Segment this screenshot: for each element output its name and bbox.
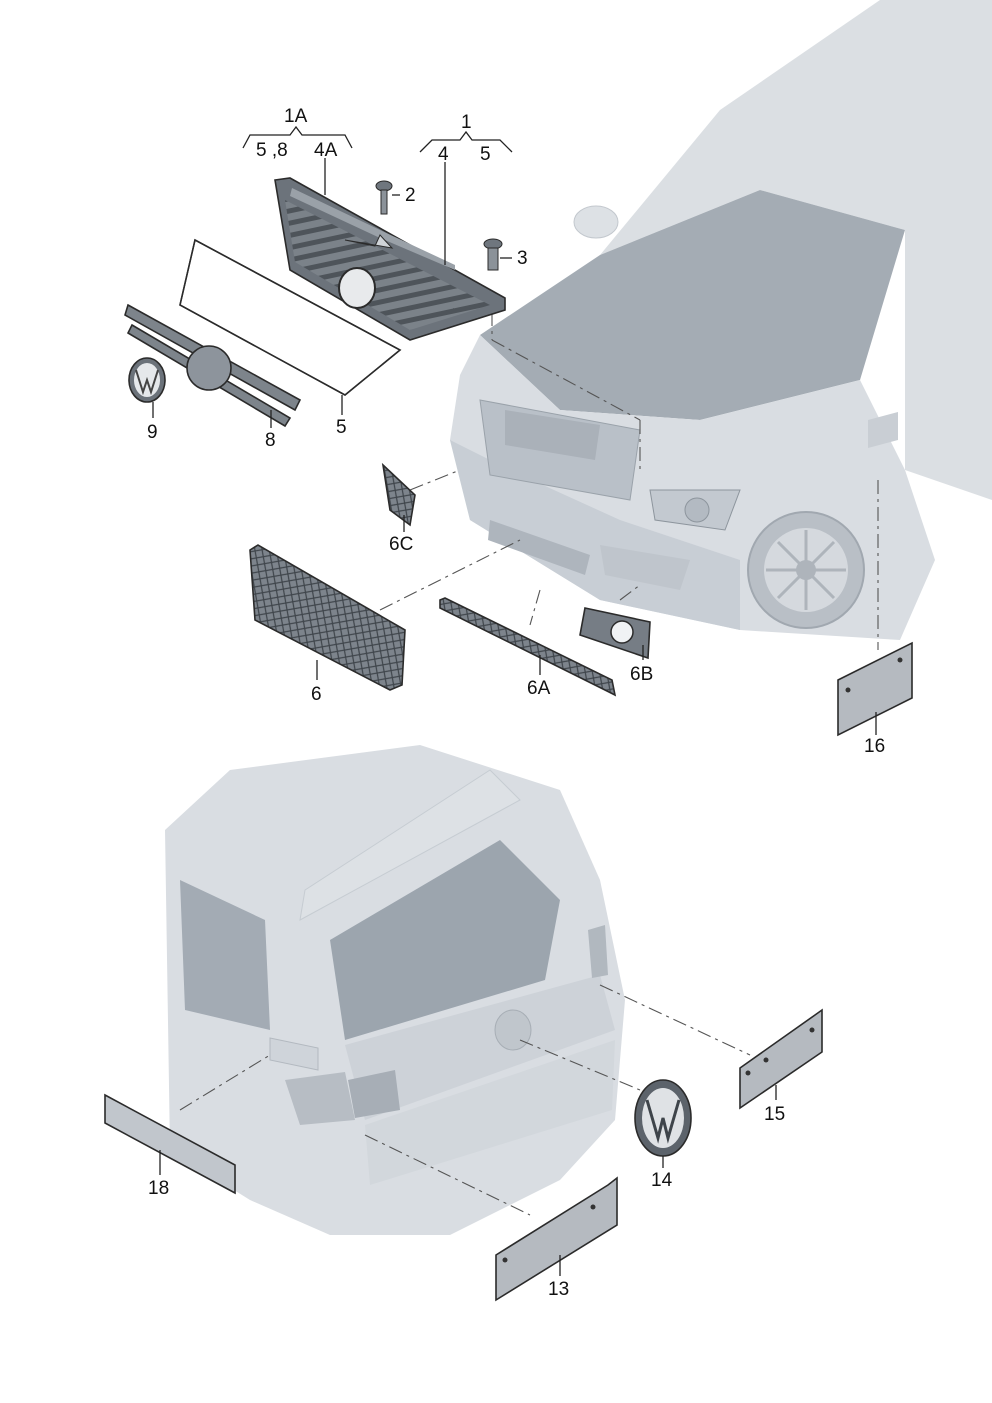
callout-4A: 4A <box>314 140 338 161</box>
callout-6A: 6A <box>527 678 551 699</box>
rear-emblem <box>634 1079 692 1157</box>
callout-6C: 6C <box>389 534 413 555</box>
fog-grille-6B <box>579 607 651 660</box>
callout-labels: 1A 5 ,8 4A 1 4 5 2 3 9 8 5 6C 6 6A 6B 16… <box>147 106 885 1300</box>
front-vehicle <box>450 0 992 640</box>
callout-1: 1 <box>461 112 472 133</box>
lower-grille-6A <box>439 597 617 697</box>
air-guide-grille <box>249 544 406 691</box>
screw-2 <box>375 180 393 215</box>
rear-vehicle <box>165 745 625 1235</box>
callout-5: 5 <box>336 417 347 438</box>
grille-strip <box>124 303 302 428</box>
callout-6: 6 <box>311 684 322 705</box>
plate-15 <box>739 1008 823 1110</box>
radiator-grille <box>274 177 506 341</box>
callout-15: 15 <box>764 1104 785 1125</box>
callout-14: 14 <box>651 1170 673 1191</box>
callout-16: 16 <box>864 736 885 757</box>
front-emblem <box>128 357 166 403</box>
callout-18: 18 <box>148 1178 169 1199</box>
callout-9: 9 <box>147 422 158 443</box>
callout-2: 2 <box>405 185 416 206</box>
callout-5-8: 5 ,8 <box>256 140 288 161</box>
plate-16 <box>837 641 913 737</box>
grille-frame <box>179 238 402 396</box>
position-lines <box>179 312 879 1216</box>
callout-6B: 6B <box>630 664 653 685</box>
callout-4: 4 <box>438 144 449 165</box>
plate-13 <box>495 1176 618 1302</box>
callout-8: 8 <box>265 430 276 451</box>
side-grille-6C <box>381 462 416 527</box>
bolt-3 <box>483 238 503 271</box>
callout-1A: 1A <box>284 106 308 127</box>
callout-13: 13 <box>548 1279 569 1300</box>
callout-5-top: 5 <box>480 144 491 165</box>
leader-lines <box>152 125 877 1276</box>
callout-3: 3 <box>517 248 528 269</box>
strip-18 <box>104 1093 236 1195</box>
